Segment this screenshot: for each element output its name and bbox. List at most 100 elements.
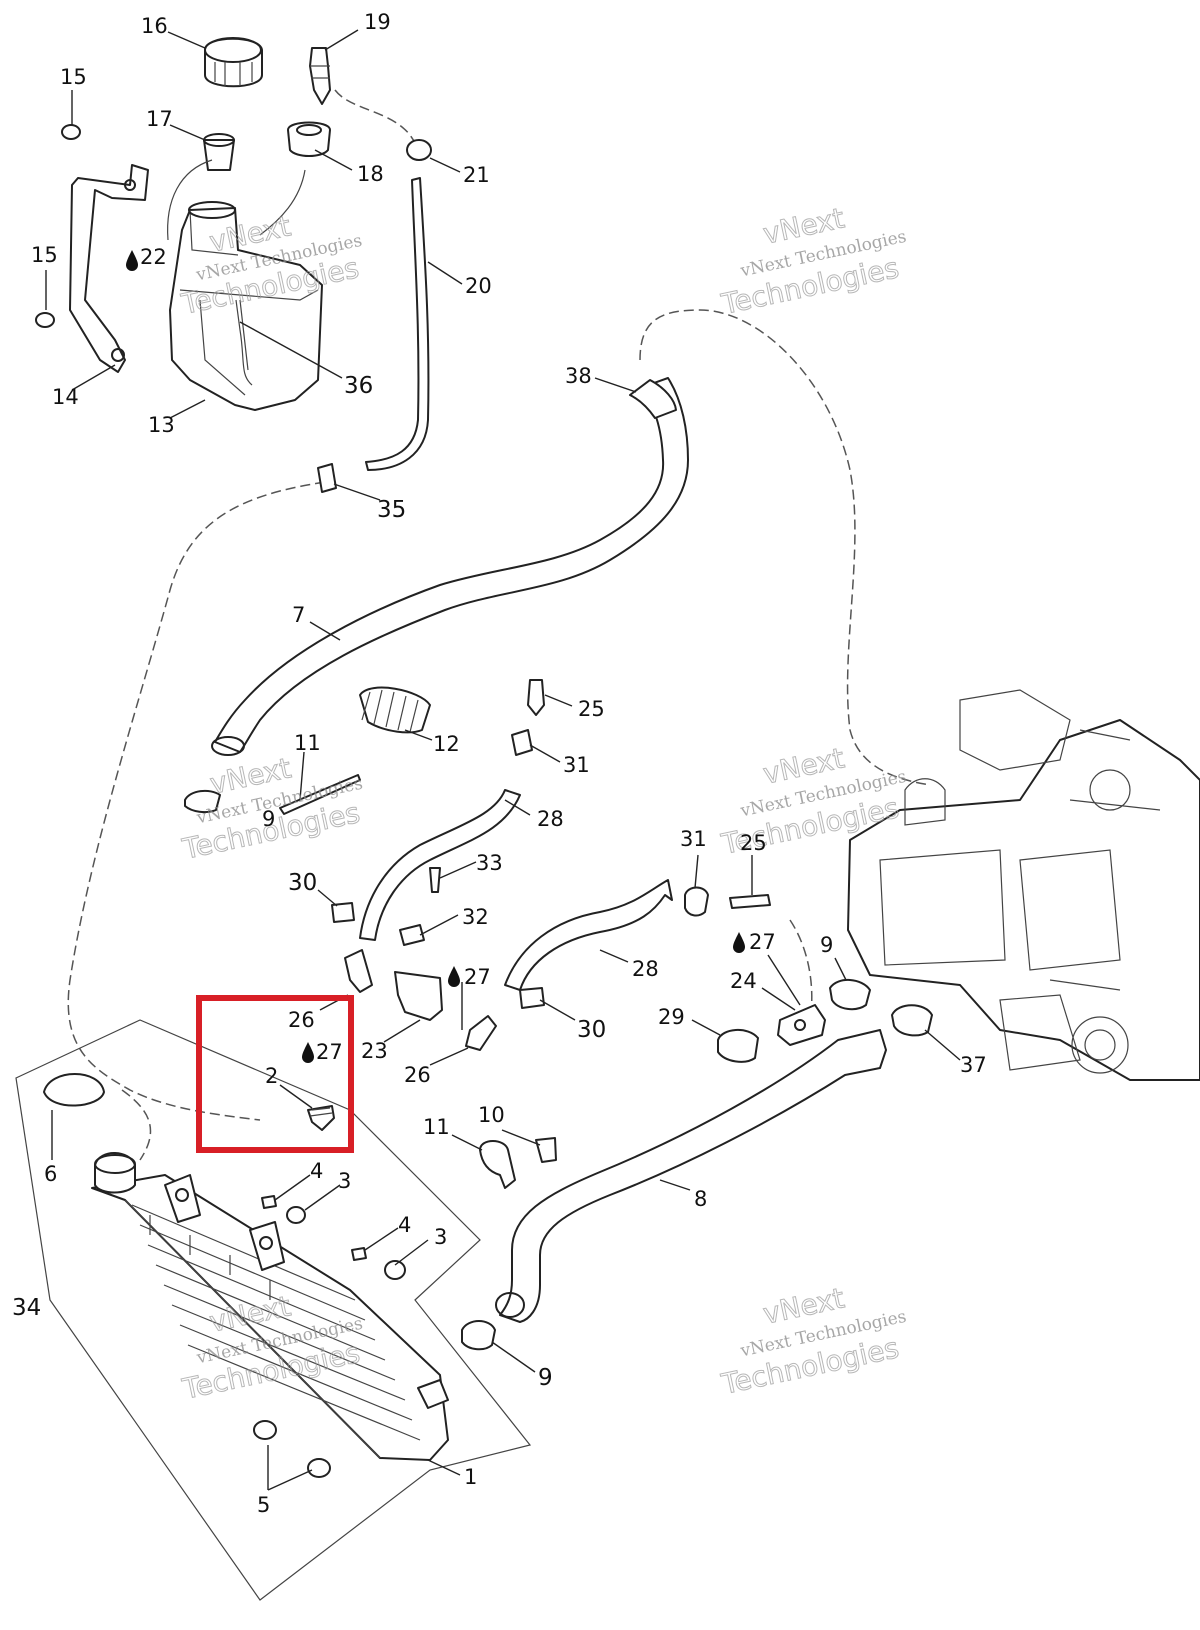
callout-15: 15	[31, 243, 58, 267]
callout-3: 3	[434, 1225, 447, 1249]
callout-27: 27	[749, 930, 776, 954]
callout-27: 27	[316, 1040, 343, 1064]
tank-grommet-18	[287, 121, 331, 157]
bushing-3-upper	[286, 1206, 306, 1224]
grommet-15-bottom	[35, 312, 55, 328]
tee-fitting-24	[777, 1004, 826, 1046]
mid-fittings-group	[331, 867, 497, 1051]
callout-5: 5	[257, 1493, 270, 1517]
clamp-9-upper	[184, 789, 221, 814]
upper-vent-hose-group	[309, 47, 432, 493]
clamp-9-middle	[829, 979, 871, 1011]
watermark-top-right: vNext vNext Technologies Technologies	[717, 201, 908, 322]
clip-32	[399, 924, 425, 946]
callout-28: 28	[632, 957, 659, 981]
lower-fasteners	[479, 1137, 557, 1189]
sleeve-4-upper	[261, 1195, 277, 1209]
callout-17: 17	[146, 107, 173, 131]
radiator-mount-tab-lower	[249, 1221, 285, 1271]
callout-25: 25	[578, 697, 605, 721]
callout-27: 27	[464, 965, 491, 989]
drop-icons	[126, 250, 745, 1063]
callout-18: 18	[357, 162, 384, 186]
callout-11: 11	[294, 731, 321, 755]
filler-neck	[203, 139, 235, 171]
callout-21: 21	[463, 163, 490, 187]
grommet-15-top	[61, 124, 81, 140]
callout-25: 25	[740, 831, 767, 855]
callout-31: 31	[680, 827, 707, 851]
fitting-25-upper	[527, 679, 545, 716]
callout-9: 9	[538, 1365, 553, 1391]
spacer-30-upper	[331, 902, 355, 923]
highlight-box	[196, 995, 354, 1153]
callout-7: 7	[292, 603, 305, 627]
boot-12	[359, 686, 431, 734]
callout-3: 3	[338, 1169, 351, 1193]
callout-13: 13	[148, 413, 175, 437]
hose-20	[365, 177, 430, 471]
grommet-5-right	[307, 1458, 331, 1478]
bushing-3-lower	[384, 1260, 406, 1280]
callout-9: 9	[820, 933, 833, 957]
radiator-cap	[43, 1073, 105, 1107]
grommet-5-left	[253, 1420, 277, 1440]
callout-10: 10	[478, 1103, 505, 1127]
tie-wrap-11-upper	[279, 774, 361, 815]
callout-26: 26	[404, 1063, 431, 1087]
radiator-frame-outline	[15, 1019, 532, 1601]
push-rivet-10	[535, 1137, 557, 1163]
tie-wrap-11-lower	[479, 1140, 516, 1189]
radiator-mount-tab-upper	[164, 1174, 201, 1223]
callout-numbers: 16 19 15 17 18 21 22 15 20 36 38 14 13 3…	[12, 10, 987, 1517]
callout-14: 14	[52, 385, 79, 409]
callout-19: 19	[364, 10, 391, 34]
hose-clamp-29	[717, 1029, 759, 1063]
hose-28-lower	[504, 879, 673, 991]
spacer-30-lower	[519, 987, 545, 1009]
callout-31: 31	[563, 753, 590, 777]
spring-clamp-31-upper	[511, 729, 533, 756]
drop-icon	[733, 932, 745, 953]
hose-7	[211, 377, 689, 756]
callout-32: 32	[462, 905, 489, 929]
sleeve-4-lower	[351, 1247, 367, 1261]
callout-11: 11	[423, 1115, 450, 1139]
clamp-38	[629, 379, 677, 419]
hose-8	[461, 1029, 887, 1351]
tank-bracket	[69, 164, 149, 373]
clamp-9-lower	[461, 1320, 496, 1351]
clip-35	[317, 463, 337, 493]
callout-1: 1	[464, 1465, 477, 1489]
callout-2: 2	[265, 1064, 278, 1088]
drop-icon	[302, 1042, 314, 1063]
clamp-21	[406, 139, 432, 161]
callout-35: 35	[377, 497, 406, 523]
radiator-outlet	[417, 1379, 449, 1409]
drop-icon	[126, 250, 138, 271]
callout-34: 34	[12, 1295, 41, 1321]
callout-4: 4	[310, 1159, 323, 1183]
fitting-25-lower	[729, 894, 771, 909]
engine-assembly	[847, 689, 1200, 1081]
leader-lines	[45, 29, 961, 1491]
callout-23: 23	[361, 1039, 388, 1063]
callout-4: 4	[398, 1213, 411, 1237]
callout-22: 22	[140, 245, 167, 269]
expansion-tank-group	[35, 37, 331, 411]
screw-33	[429, 867, 441, 893]
callout-37: 37	[960, 1053, 987, 1077]
callout-16: 16	[141, 14, 168, 38]
expansion-tank	[169, 207, 323, 411]
fitting-19	[309, 47, 331, 105]
elbow-26-upper	[344, 949, 373, 993]
callout-26: 26	[288, 1008, 315, 1032]
support-23	[394, 971, 443, 1021]
callout-29: 29	[658, 1005, 685, 1029]
drop-icon	[448, 966, 460, 987]
callout-36: 36	[344, 373, 373, 399]
callout-8: 8	[694, 1187, 707, 1211]
spring-clamp-31-lower	[684, 886, 709, 917]
callout-24: 24	[730, 969, 757, 993]
